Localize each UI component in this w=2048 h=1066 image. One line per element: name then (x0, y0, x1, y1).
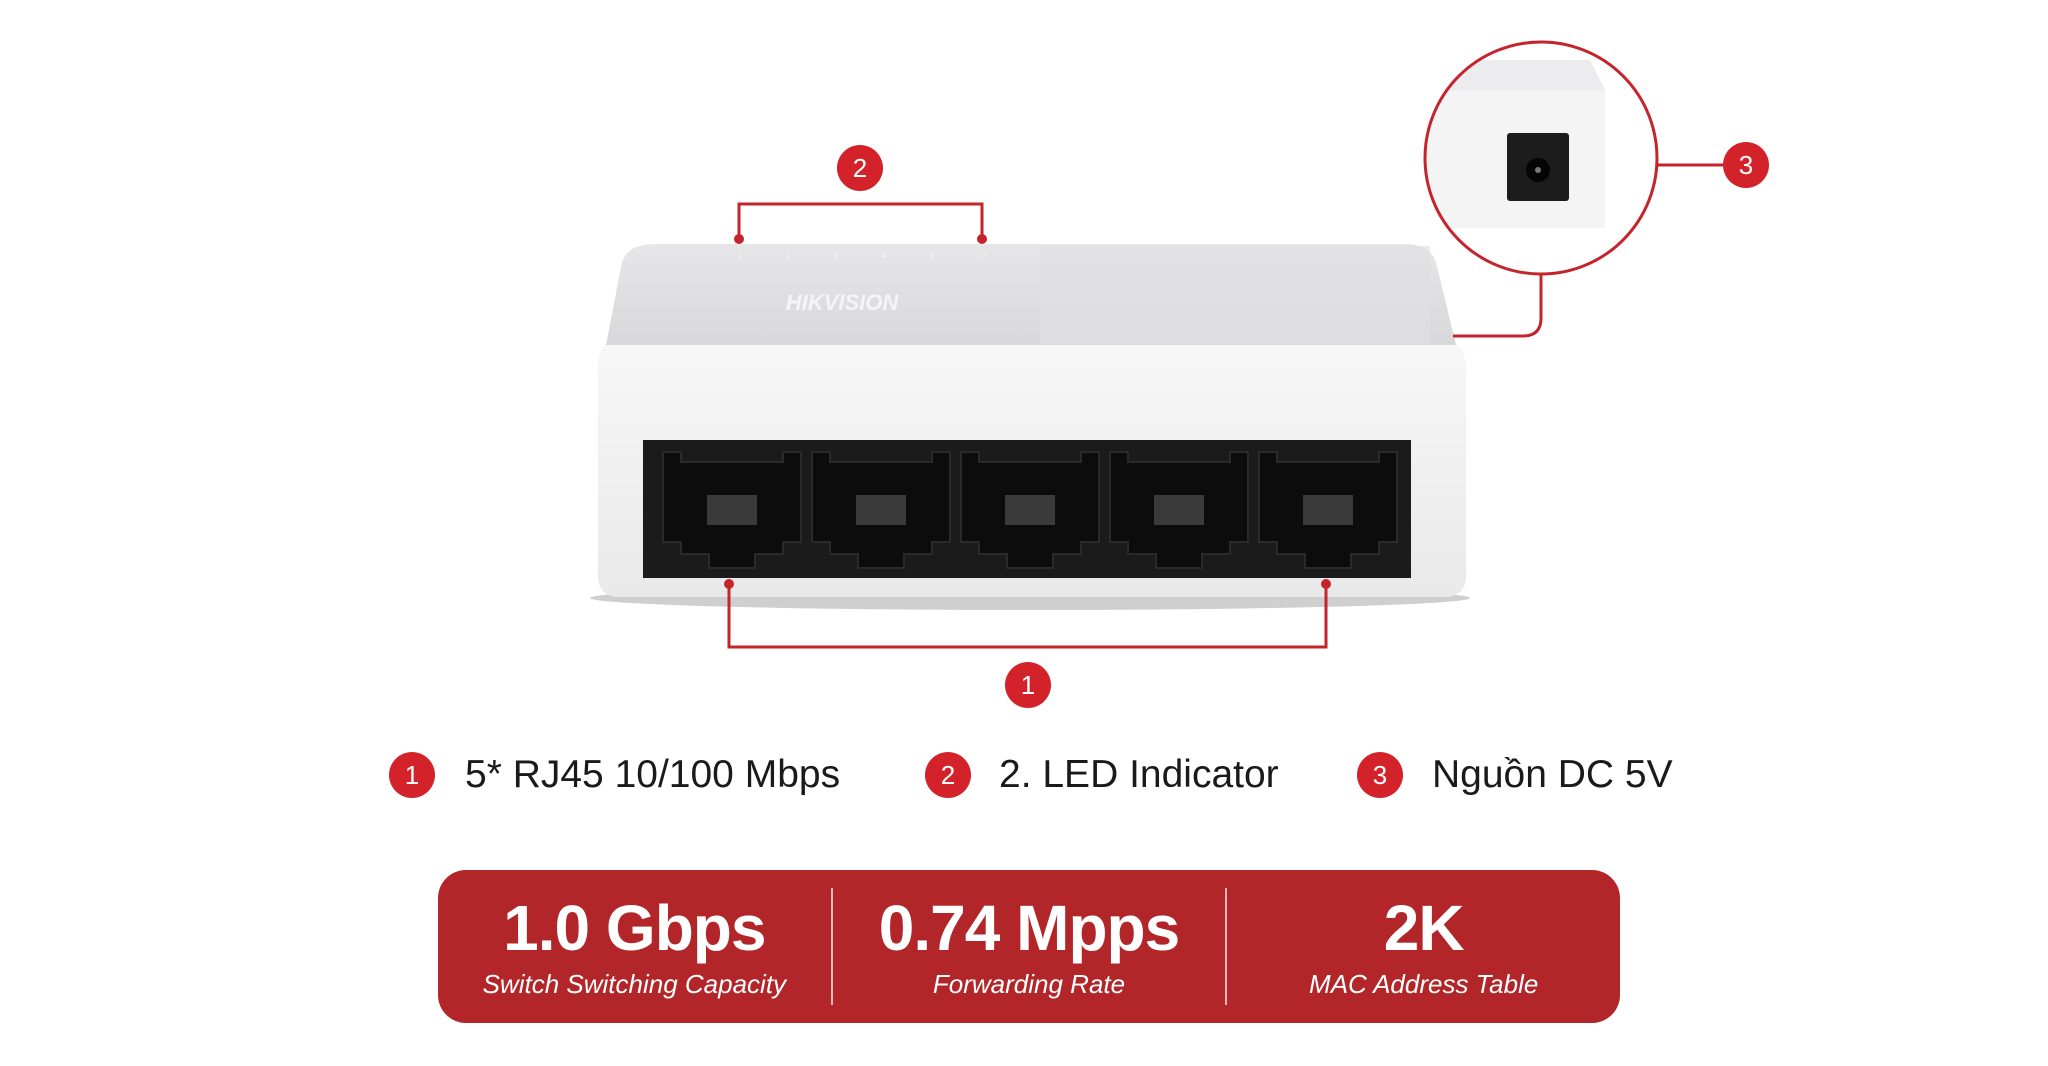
stat-value: 1.0 Gbps (503, 892, 766, 964)
specs-banner: 1.0 Gbps Switch Switching Capacity 0.74 … (438, 870, 1620, 1023)
legend-badge-2: 2 (925, 752, 971, 798)
legend-text-led: 2. LED Indicator (999, 753, 1279, 796)
led-indicator: 3 (833, 250, 838, 260)
led-indicator: 1 (736, 250, 741, 260)
divider (1225, 888, 1228, 1005)
rj45-port (960, 451, 1100, 569)
stat-value: 0.74 Mpps (878, 892, 1180, 964)
led-indicator: ⏻ (978, 250, 985, 260)
stat-forwarding-rate: 0.74 Mpps Forwarding Rate (833, 870, 1226, 1023)
stat-label: Switch Switching Capacity (482, 969, 787, 999)
stat-mac-table: 2K MAC Address Table (1227, 870, 1620, 1023)
led-indicator: 2 (785, 250, 790, 260)
stat-label: MAC Address Table (1309, 969, 1539, 999)
legend-badge-1: 1 (389, 752, 435, 798)
led-indicator: 5 (929, 250, 934, 260)
legend-badge-3: 3 (1357, 752, 1403, 798)
stat-label: Forwarding Rate (932, 969, 1126, 999)
brand-logo: HIKVISION (786, 290, 900, 315)
legend-text-power: Nguồn DC 5V (1432, 753, 1673, 796)
callout-badge-3: 3 (1723, 142, 1769, 188)
callout-badge-2: 2 (837, 145, 883, 191)
rj45-port (811, 451, 951, 569)
network-switch-image: HIKVISION 1 2 3 4 5 ⏻ (590, 244, 1470, 610)
rj45-port (1258, 451, 1398, 569)
rj45-port (662, 451, 802, 569)
divider (830, 888, 833, 1005)
callout-badge-1: 1 (1005, 662, 1051, 708)
stat-switching-capacity: 1.0 Gbps Switch Switching Capacity (438, 870, 831, 1023)
dc-jack-zoom (1425, 42, 1657, 274)
legend-text-ports: 5* RJ45 10/100 Mbps (465, 753, 841, 796)
rj45-port (1109, 451, 1249, 569)
stat-value: 2K (1383, 892, 1465, 964)
led-indicator: 4 (881, 250, 886, 260)
